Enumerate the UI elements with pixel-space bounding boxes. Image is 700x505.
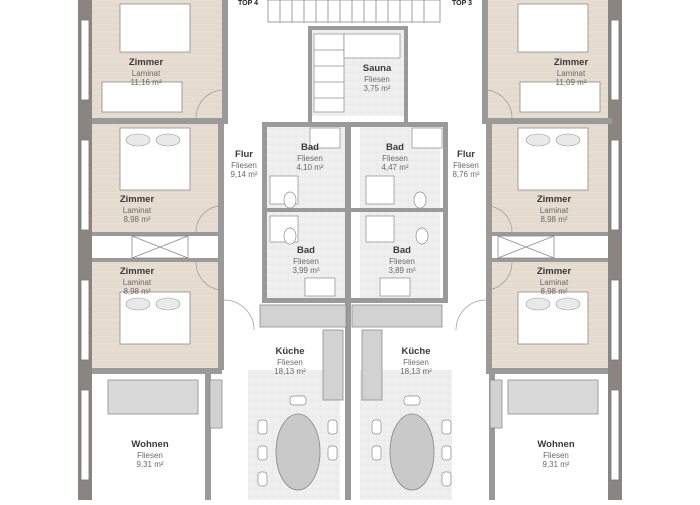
room-name: Wohnen [131, 439, 169, 450]
chairs [257, 395, 452, 487]
room-name: Zimmer [536, 194, 572, 205]
room-label-wohnen-left: Wohnen Fliesen 9,31 m² [110, 439, 190, 470]
room-material: Fliesen [137, 450, 163, 460]
room-material: Laminat [122, 205, 152, 215]
room-area: 4,10 m² [296, 163, 324, 173]
room-material: Fliesen [543, 450, 569, 460]
room-material: Laminat [131, 68, 161, 78]
room-material: Fliesen [297, 153, 323, 163]
unit-label-top4: TOP 4 [236, 0, 260, 7]
door-swings [195, 89, 513, 331]
room-area: 8,76 m² [452, 170, 480, 180]
room-label-zimmer-top-left: Zimmer Laminat 11,16 m² [106, 57, 186, 88]
room-name: Zimmer [128, 57, 164, 68]
room-material: Laminat [556, 68, 586, 78]
room-material: Laminat [539, 277, 569, 287]
room-label-bad-lower-left: Bad Fliesen 3,99 m² [276, 245, 336, 276]
room-label-bad-upper-right: Bad Fliesen 4,47 m² [365, 142, 425, 173]
room-area: 8,98 m² [123, 287, 151, 297]
room-name: Küche [275, 346, 305, 357]
room-label-zimmer-top-right: Zimmer Laminat 11,09 m² [531, 57, 611, 88]
room-material: Fliesen [403, 357, 429, 367]
room-material: Fliesen [277, 357, 303, 367]
room-label-flur-right: Flur Fliesen 8,76 m² [436, 149, 496, 180]
room-name: Sauna [362, 63, 392, 74]
sofas [107, 379, 599, 415]
room-area: 9,31 m² [136, 460, 164, 470]
room-label-bad-lower-right: Bad Fliesen 3,89 m² [372, 245, 432, 276]
room-area: 3,89 m² [388, 266, 416, 276]
room-area: 9,14 m² [230, 170, 258, 180]
room-label-zimmer-low-right: Zimmer Laminat 8,98 m² [514, 266, 594, 297]
staircase [267, 0, 441, 23]
bathroom-fixtures [269, 127, 443, 297]
room-material: Laminat [122, 277, 152, 287]
room-material: Fliesen [382, 153, 408, 163]
room-area: 8,98 m² [123, 215, 151, 225]
room-label-flur-left: Flur Fliesen 9,14 m² [214, 149, 274, 180]
unit-label-top3: TOP 3 [450, 0, 474, 7]
room-label-zimmer-low-left: Zimmer Laminat 8,98 m² [97, 266, 177, 297]
room-label-kueche-right: Küche Fliesen 18,13 m² [386, 346, 446, 377]
room-label-sauna: Sauna Fliesen 3,75 m² [342, 63, 412, 94]
room-material: Fliesen [231, 160, 257, 170]
exterior-walls [78, 0, 622, 500]
room-name: Bad [301, 142, 319, 153]
room-area: 11,09 m² [555, 78, 587, 88]
windows [80, 19, 620, 481]
room-area: 3,75 m² [363, 84, 391, 94]
room-name: Zimmer [536, 266, 572, 277]
room-name: Zimmer [553, 57, 589, 68]
room-label-zimmer-mid-right: Zimmer Laminat 8,98 m² [514, 194, 594, 225]
room-name: Flur [235, 149, 253, 160]
room-material: Fliesen [453, 160, 479, 170]
room-name: Wohnen [537, 439, 575, 450]
room-area: 11,16 m² [130, 78, 162, 88]
room-name: Bad [297, 245, 315, 256]
dining-tables [275, 413, 435, 491]
room-area: 3,99 m² [292, 266, 320, 276]
room-label-bad-upper-left: Bad Fliesen 4,10 m² [280, 142, 340, 173]
room-area: 8,98 m² [540, 215, 568, 225]
room-material: Fliesen [389, 256, 415, 266]
room-label-kueche-left: Küche Fliesen 18,13 m² [260, 346, 320, 377]
pillows [125, 133, 581, 311]
room-area: 9,31 m² [542, 460, 570, 470]
room-name: Bad [386, 142, 404, 153]
room-area: 8,98 m² [540, 287, 568, 297]
room-material: Fliesen [293, 256, 319, 266]
wardrobes [131, 235, 555, 259]
room-material: Laminat [539, 205, 569, 215]
interior-walls [92, 0, 612, 500]
room-name: Zimmer [119, 266, 155, 277]
room-material: Fliesen [364, 74, 390, 84]
room-label-zimmer-mid-left: Zimmer Laminat 8,98 m² [97, 194, 177, 225]
room-label-wohnen-right: Wohnen Fliesen 9,31 m² [516, 439, 596, 470]
room-name: Küche [401, 346, 431, 357]
room-area: 4,47 m² [381, 163, 409, 173]
sauna-benches [313, 33, 401, 113]
room-name: Flur [457, 149, 475, 160]
kitchen-counters [209, 304, 503, 429]
room-name: Bad [393, 245, 411, 256]
room-area: 18,13 m² [274, 367, 306, 377]
room-name: Zimmer [119, 194, 155, 205]
room-area: 18,13 m² [400, 367, 432, 377]
